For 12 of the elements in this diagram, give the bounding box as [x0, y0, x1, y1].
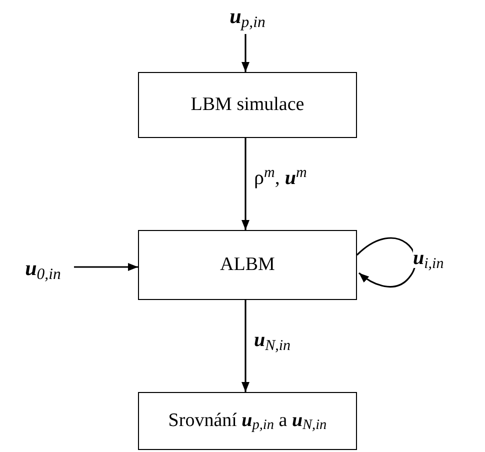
arrow [242, 34, 250, 72]
arrow [356, 237, 416, 288]
process-box: Srovnání u$_{p,in}$ a u$_{N,in}$ [138, 392, 357, 450]
edge-label: u$_{i,in}$ [413, 248, 444, 268]
input-label: u$_{0,in}$ [12, 253, 74, 285]
arrow [242, 138, 250, 230]
process-box: ALBM [138, 230, 357, 300]
process-box: LBM simulace [138, 72, 357, 138]
edge-label: ρ$^{m}$, u$^{m}$ [254, 168, 307, 188]
input-label: u$_{p,in}$ [215, 0, 280, 34]
arrow [242, 300, 250, 392]
arrow [74, 263, 138, 271]
